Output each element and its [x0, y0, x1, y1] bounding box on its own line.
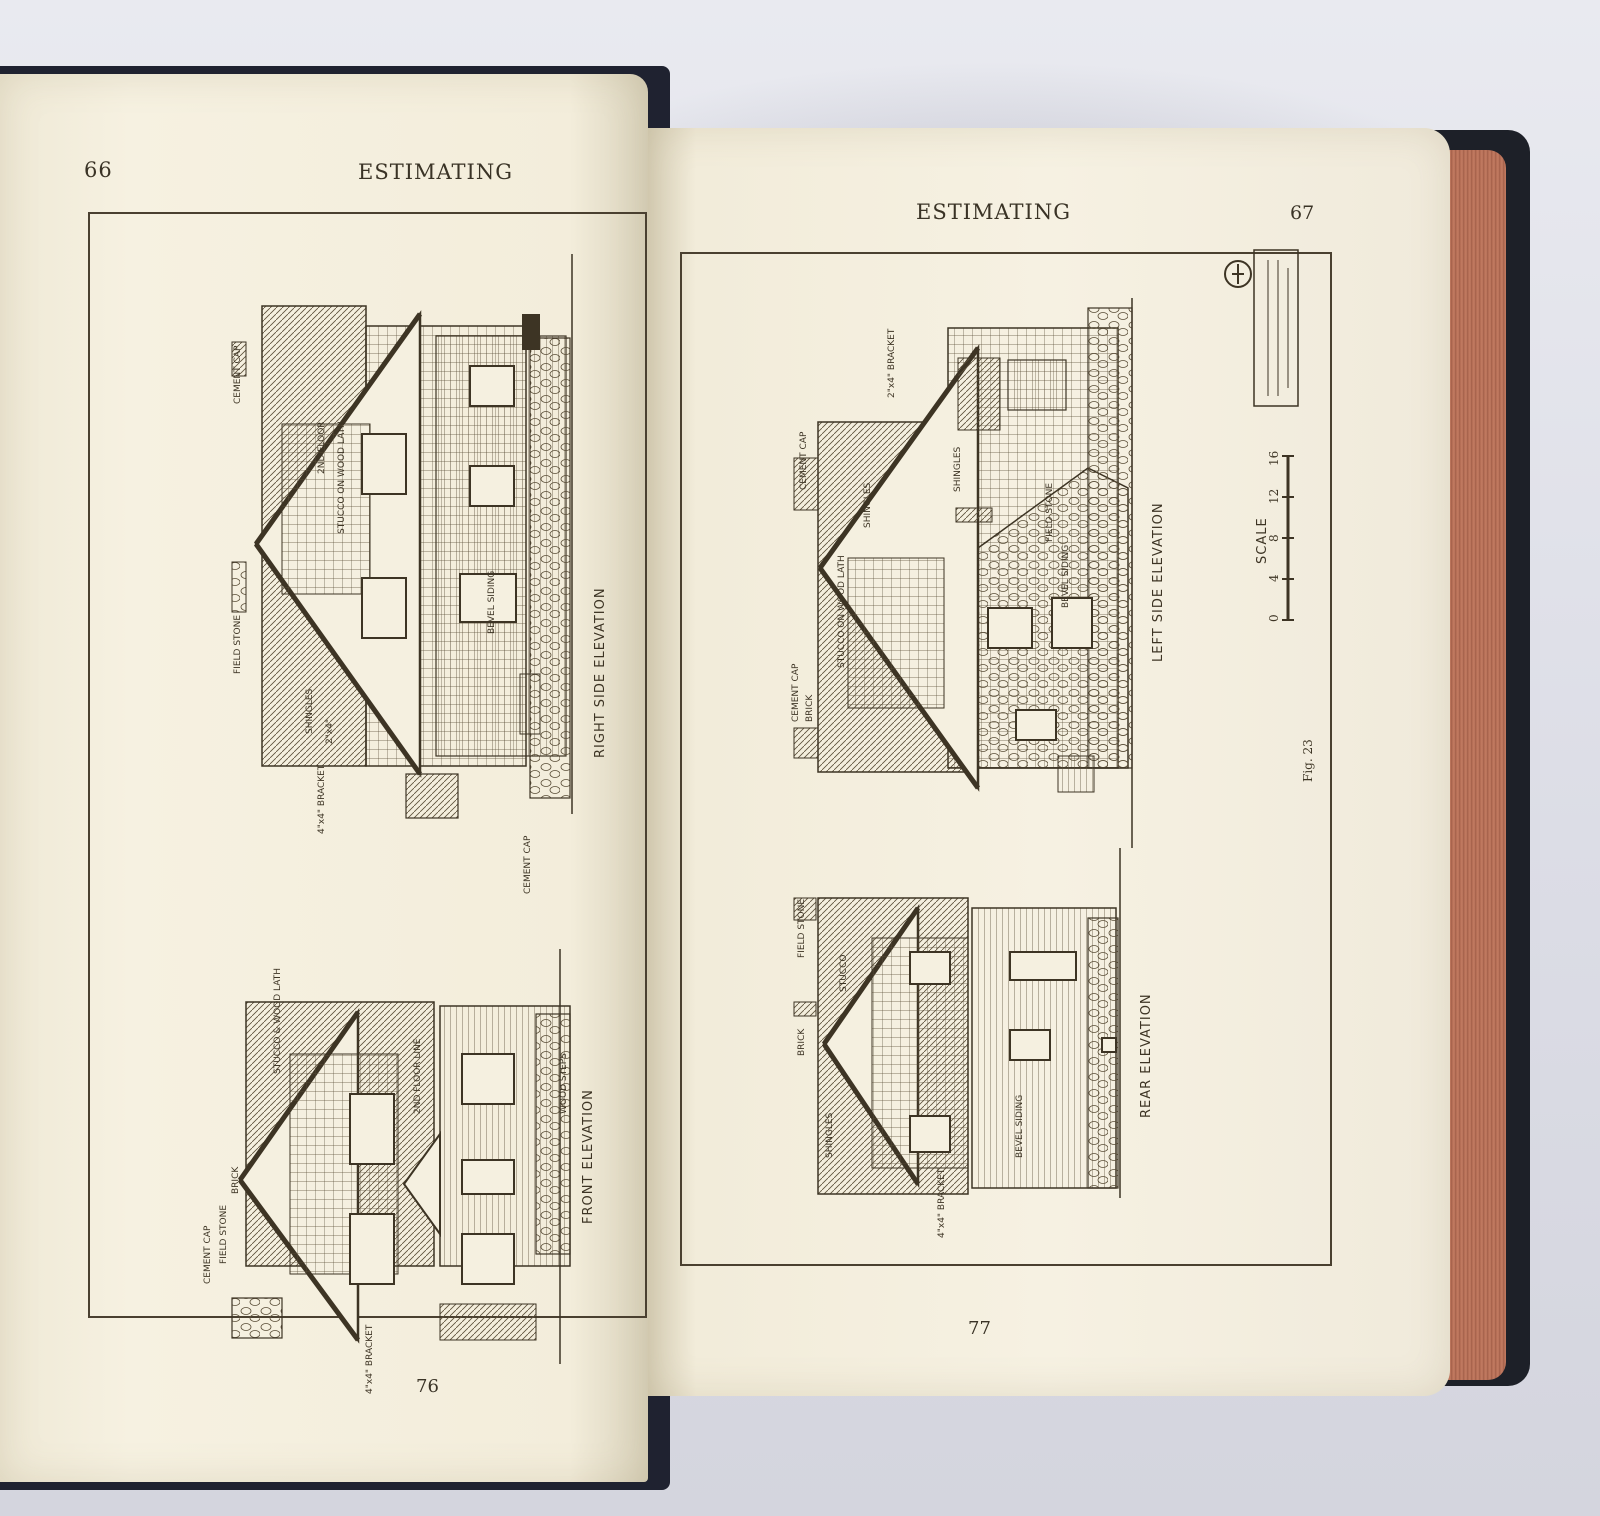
right-page: ESTIMATING 67 — [648, 128, 1450, 1396]
svg-text:CEMENT CAP: CEMENT CAP — [523, 835, 533, 894]
svg-text:BRICK: BRICK — [805, 694, 815, 722]
drawing-credit-stamp — [1253, 249, 1299, 407]
svg-text:STUCCO ON WOOD LATH: STUCCO ON WOOD LATH — [837, 555, 847, 668]
svg-text:SHINGLES: SHINGLES — [305, 688, 315, 734]
svg-text:SHINGLES: SHINGLES — [953, 446, 963, 492]
front-elevation-drawing: CEMENT CAP FIELD STONE BRICK STUCCO & WO… — [203, 949, 571, 1394]
svg-text:2"x4": 2"x4" — [325, 719, 335, 744]
svg-text:SHINGLES: SHINGLES — [825, 1112, 835, 1158]
figure-label: Fig. 23 — [1301, 739, 1315, 782]
scale-title: SCALE — [1255, 517, 1270, 564]
svg-text:CEMENT CAP: CEMENT CAP — [233, 345, 243, 404]
svg-text:BRICK: BRICK — [231, 1166, 241, 1194]
svg-text:CEMENT CAP: CEMENT CAP — [203, 1225, 213, 1284]
north-arrow-icon — [1224, 260, 1252, 288]
left-elevation-drawings: CEMENT CAP FIELD STONE SHINGLES 2ND FLOO… — [203, 254, 608, 1394]
svg-text:CEMENT CAP: CEMENT CAP — [799, 431, 809, 490]
svg-text:BEVEL SIDING: BEVEL SIDING — [1061, 545, 1071, 608]
svg-text:2ND FLOOR: 2ND FLOOR — [317, 421, 327, 474]
scale-tick-16: 16 — [1267, 451, 1281, 466]
scale-tick-8: 8 — [1267, 534, 1281, 542]
right-elevation-drawings: CEMENT CAP CEMENT CAP BRICK STUCCO ON WO… — [791, 249, 1315, 1238]
svg-text:CEMENT CAP: CEMENT CAP — [791, 663, 801, 722]
svg-text:WOOD STEPS: WOOD STEPS — [559, 1053, 569, 1114]
right-bottom-page-number: 77 — [968, 1318, 991, 1339]
left-header-number: 66 — [84, 158, 113, 182]
right-side-elevation-drawing: CEMENT CAP FIELD STONE SHINGLES 2ND FLOO… — [231, 254, 573, 894]
right-bottom-drawing-title: REAR ELEVATION — [1139, 993, 1154, 1118]
svg-text:FIELD STONE: FIELD STONE — [797, 899, 807, 958]
rear-elevation-drawing: FIELD STONE BRICK STUCCO SHINGLES BEVEL … — [793, 848, 1121, 1238]
left-bottom-page-number: 76 — [416, 1376, 439, 1397]
svg-text:STUCCO ON WOOD LATH: STUCCO ON WOOD LATH — [337, 421, 347, 534]
svg-text:BRICK: BRICK — [797, 1028, 807, 1056]
svg-text:STUCCO & WOOD LATH: STUCCO & WOOD LATH — [273, 968, 283, 1074]
scale-tick-12: 12 — [1267, 489, 1281, 504]
svg-text:SHINGLES: SHINGLES — [863, 482, 873, 528]
svg-text:4"x4" BRACKET: 4"x4" BRACKET — [317, 764, 327, 834]
svg-text:FIELD STONE: FIELD STONE — [1045, 483, 1055, 542]
right-header-number: 67 — [1290, 202, 1315, 224]
svg-text:4"x4" BRACKET: 4"x4" BRACKET — [365, 1324, 375, 1394]
svg-text:BEVEL SIDING: BEVEL SIDING — [487, 571, 497, 634]
right-header-title: ESTIMATING — [916, 200, 1071, 224]
scale-bar — [1282, 455, 1294, 621]
svg-text:4"x4" BRACKET: 4"x4" BRACKET — [937, 1168, 947, 1238]
right-top-drawing-title: LEFT SIDE ELEVATION — [1151, 502, 1166, 662]
svg-text:STUCCO: STUCCO — [839, 955, 849, 992]
left-header-title: ESTIMATING — [358, 160, 513, 184]
left-drawing-frame — [88, 212, 647, 1318]
right-drawing-frame — [680, 252, 1332, 1266]
svg-text:2ND FLOOR LINE: 2ND FLOOR LINE — [413, 1038, 423, 1114]
scale-tick-0: 0 — [1267, 614, 1281, 622]
svg-text:BEVEL SIDING: BEVEL SIDING — [1015, 1095, 1025, 1158]
left-side-elevation-drawing: CEMENT CAP CEMENT CAP BRICK STUCCO ON WO… — [791, 298, 1133, 848]
svg-text:FIELD STONE: FIELD STONE — [219, 1205, 229, 1264]
left-bottom-drawing-title: FRONT ELEVATION — [581, 1089, 596, 1224]
left-page: 66 ESTIMATING — [0, 74, 648, 1482]
svg-text:2"x4" BRACKET: 2"x4" BRACKET — [887, 328, 897, 398]
left-top-drawing-title: RIGHT SIDE ELEVATION — [593, 587, 608, 758]
scale-tick-4: 4 — [1267, 574, 1281, 582]
svg-text:FIELD STONE: FIELD STONE — [233, 615, 243, 674]
